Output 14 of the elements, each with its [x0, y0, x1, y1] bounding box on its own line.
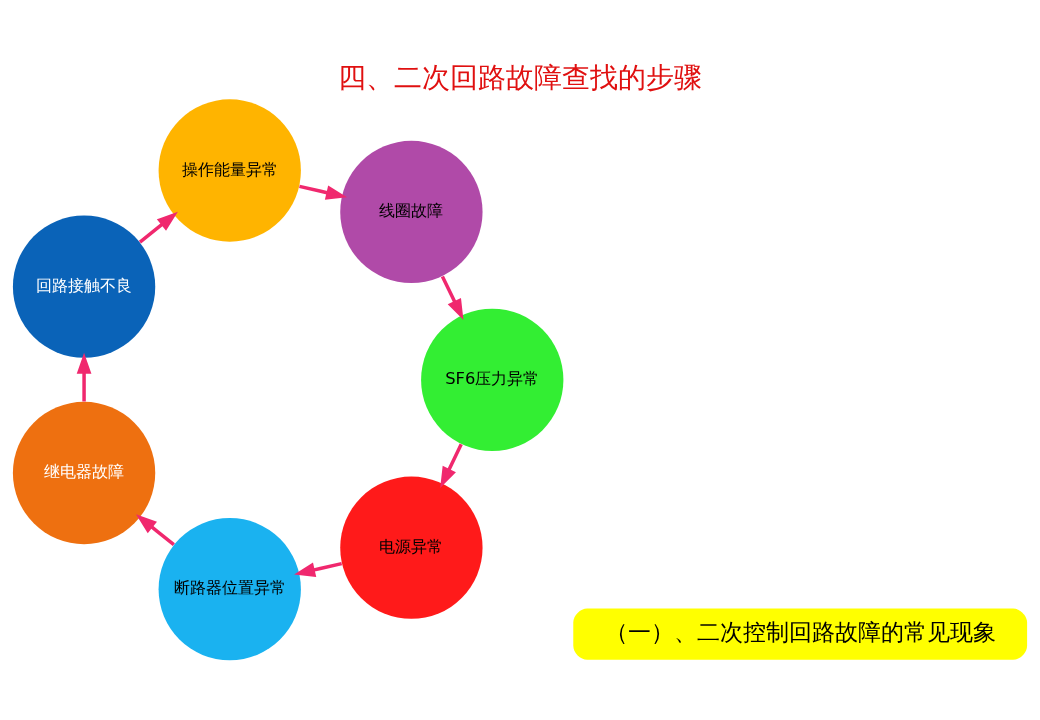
node-circle: 断路器位置异常: [158, 518, 301, 661]
node-box: （一）、二次控制回路故障的常见现象: [573, 608, 1028, 660]
arrow: [294, 561, 343, 577]
node-circle: 线圈故障: [340, 140, 483, 284]
diagram-title: 四、二次回路故障查找的步骤: [338, 60, 702, 94]
node-circle: 回路接触不良: [12, 215, 156, 358]
arrow: [135, 514, 175, 546]
node-circle: SF6压力异常: [421, 308, 564, 451]
node-circle: 电源异常: [340, 476, 483, 619]
arrow: [299, 184, 348, 200]
arrow: [138, 211, 178, 244]
arrow: [76, 352, 92, 402]
arrow: [440, 275, 464, 321]
arrow: [440, 443, 463, 488]
